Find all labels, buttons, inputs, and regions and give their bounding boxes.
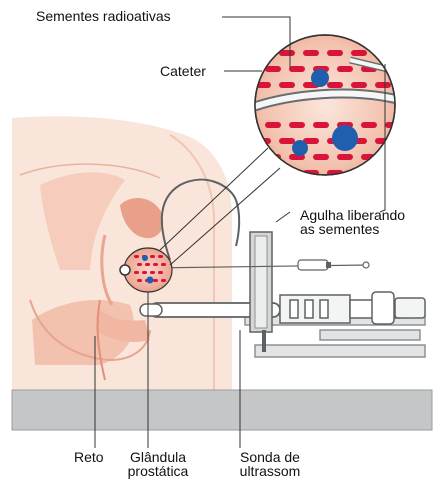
radioactive-seed	[158, 255, 163, 258]
radioactive-seed	[361, 122, 377, 128]
magnified-view	[250, 35, 415, 176]
tumor-spot	[292, 140, 308, 156]
label-needle-line2: as sementes	[300, 222, 379, 237]
tumor-spot	[332, 125, 358, 151]
radioactive-seed	[153, 263, 158, 266]
radioactive-seed	[137, 263, 142, 266]
radioactive-seed	[303, 50, 319, 56]
radioactive-seed	[158, 271, 163, 274]
radioactive-seed	[313, 122, 329, 128]
radioactive-seed	[145, 263, 150, 266]
radioactive-seed	[255, 50, 271, 56]
radioactive-seed	[327, 82, 343, 88]
radioactive-seed	[265, 122, 281, 128]
radioactive-seed	[375, 82, 391, 88]
radioactive-seed	[134, 255, 139, 258]
radioactive-seed	[265, 66, 281, 72]
radioactive-seed	[161, 263, 166, 266]
radioactive-seed	[255, 170, 271, 176]
radioactive-seed	[161, 279, 166, 282]
patient-body	[12, 116, 232, 390]
exam-table	[12, 390, 432, 430]
radioactive-seed	[385, 66, 401, 72]
radioactive-seed	[313, 154, 329, 160]
radioactive-seed	[134, 271, 139, 274]
radioactive-seed	[150, 271, 155, 274]
template-guide	[250, 232, 272, 352]
label-rectum: Reto	[74, 450, 104, 465]
radioactive-seed	[153, 279, 158, 282]
radioactive-seed	[375, 50, 391, 56]
radioactive-seed	[327, 50, 343, 56]
radioactive-seed	[142, 271, 147, 274]
label-prostate-line2: prostática	[118, 464, 198, 479]
radioactive-seed	[351, 170, 367, 176]
label-catheter: Cateter	[160, 64, 206, 79]
radioactive-seed	[399, 50, 415, 56]
label-probe-line2: ultrassom	[230, 464, 310, 479]
radioactive-seed	[150, 255, 155, 258]
radioactive-seed	[279, 138, 295, 144]
radioactive-seed	[399, 82, 415, 88]
radioactive-seed	[279, 170, 295, 176]
radioactive-seed	[289, 66, 305, 72]
radioactive-seed	[289, 122, 305, 128]
radioactive-seed	[399, 170, 415, 176]
radioactive-seed	[375, 170, 391, 176]
radioactive-seed	[337, 66, 353, 72]
label-radioactive-seeds: Sementes radioativas	[36, 9, 171, 24]
radioactive-seed	[351, 82, 367, 88]
radioactive-seed	[351, 50, 367, 56]
radioactive-seed	[137, 279, 142, 282]
radioactive-seed	[399, 138, 415, 144]
tumor-spot	[311, 69, 329, 87]
radioactive-seed	[279, 82, 295, 88]
radioactive-seed	[337, 154, 353, 160]
radioactive-seed	[385, 154, 401, 160]
